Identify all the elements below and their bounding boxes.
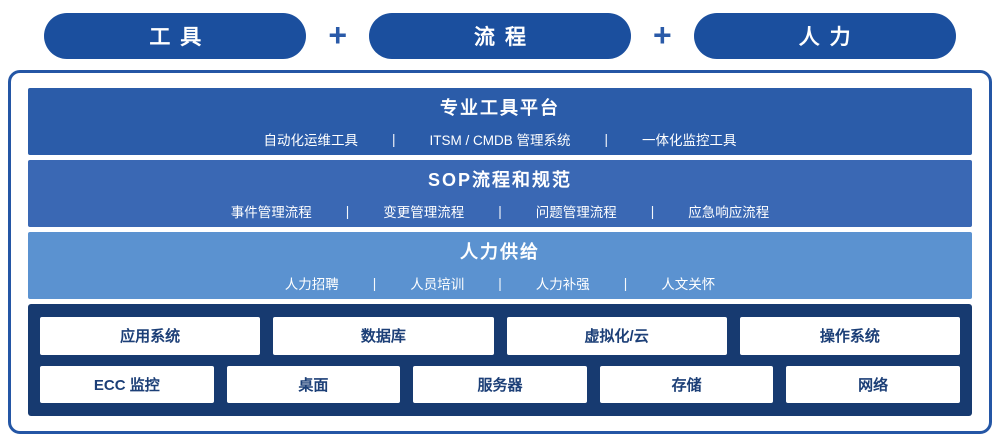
- band-title: SOP流程和规范: [427, 170, 572, 190]
- band-items: 自动化运维工具 | ITSM / CMDB 管理系统 | 一体化监控工具: [263, 129, 736, 149]
- band-item: 人文关怀: [661, 277, 716, 292]
- cell-virtualization-cloud: 虚拟化/云: [506, 317, 727, 355]
- band-sop-process: SOP流程和规范 事件管理流程 | 变更管理流程 | 问题管理流程 | 应急响应…: [28, 160, 972, 227]
- divider: |: [372, 275, 377, 291]
- band-item: 变更管理流程: [383, 205, 465, 220]
- band-items: 人力招聘 | 人员培训 | 人力补强 | 人文关怀: [285, 273, 716, 293]
- cell-network: 网络: [786, 365, 960, 403]
- divider: |: [391, 131, 396, 147]
- cell-app-system: 应用系统: [40, 317, 261, 355]
- infrastructure-panel: 应用系统 数据库 虚拟化/云 操作系统 ECC 监控 桌面 服务器 存储 网络: [28, 304, 972, 416]
- divider: |: [498, 203, 502, 219]
- band-item: 事件管理流程: [230, 205, 312, 220]
- plus-icon: +: [653, 16, 672, 53]
- band-items: 事件管理流程 | 变更管理流程 | 问题管理流程 | 应急响应流程: [231, 201, 770, 221]
- band-item: 自动化运维工具: [263, 133, 358, 148]
- band-item: 一体化监控工具: [642, 133, 737, 148]
- pill-tools: 工具: [44, 13, 307, 59]
- pill-manpower: 人力: [693, 13, 956, 59]
- pill-process: 流程: [369, 13, 631, 59]
- band-tools-platform: 专业工具平台 自动化运维工具 | ITSM / CMDB 管理系统 | 一体化监…: [28, 88, 972, 155]
- grid-row-2: ECC 监控 桌面 服务器 存储 网络: [40, 365, 960, 403]
- band-title: 人力供给: [460, 242, 540, 262]
- divider: |: [345, 203, 350, 219]
- top-pill-row: 工具 + 流程 + 人力: [0, 0, 1000, 70]
- grid-row-1: 应用系统 数据库 虚拟化/云 操作系统: [40, 317, 960, 355]
- cell-server: 服务器: [413, 365, 587, 403]
- band-item: 应急响应流程: [688, 205, 770, 220]
- band-item: 问题管理流程: [535, 205, 617, 220]
- cell-ecc-monitor: ECC 监控: [40, 365, 214, 403]
- band-item: 人员培训: [410, 277, 465, 292]
- band-manpower-supply: 人力供给 人力招聘 | 人员培训 | 人力补强 | 人文关怀: [28, 232, 972, 299]
- cell-storage: 存储: [599, 365, 774, 403]
- cell-database: 数据库: [273, 317, 494, 355]
- cell-operating-system: 操作系统: [739, 317, 960, 355]
- cell-desktop: 桌面: [226, 365, 401, 403]
- divider: |: [623, 275, 628, 291]
- divider: |: [650, 203, 655, 219]
- divider: |: [604, 131, 609, 147]
- plus-icon: +: [328, 16, 347, 53]
- divider: |: [498, 275, 502, 291]
- main-frame: 专业工具平台 自动化运维工具 | ITSM / CMDB 管理系统 | 一体化监…: [8, 70, 992, 434]
- band-item: 人力招聘: [284, 277, 339, 292]
- band-title: 专业工具平台: [440, 98, 560, 118]
- band-item: 人力补强: [535, 277, 590, 292]
- band-item: ITSM / CMDB 管理系统: [429, 133, 571, 148]
